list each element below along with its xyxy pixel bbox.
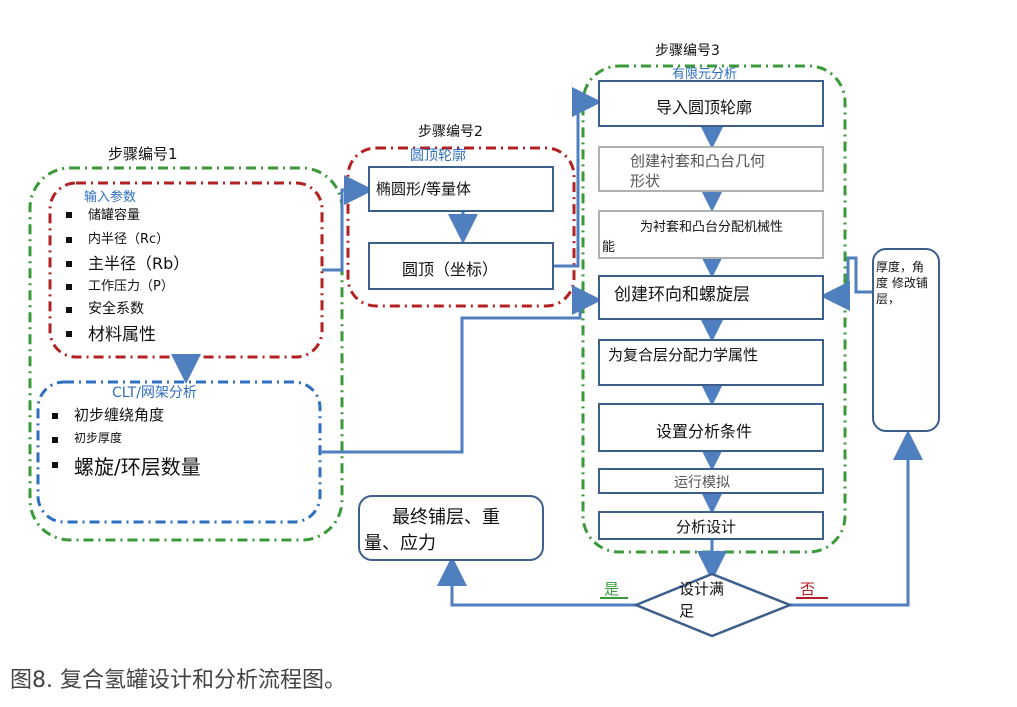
box-label: 层， <box>876 292 901 306</box>
input-item: 主半径（Rb） <box>88 254 190 273</box>
liner-boss-geometry-box: 创建衬套和凸台几何 形状 <box>598 146 824 192</box>
arrow-step1-to-step2 <box>322 175 374 272</box>
bullet <box>52 413 58 419</box>
arrow-clt-to-layers <box>320 285 602 454</box>
assign-mech-props-box: 为衬套和凸台分配机械性 能 <box>598 210 824 259</box>
box-label: 度 修改铺 <box>876 276 928 290</box>
box-label: 为复合层分配力学属性 <box>608 346 759 364</box>
box-label: 创建衬套和凸台几何 <box>630 152 766 170</box>
step3-title: 步骤编号3 <box>655 43 720 59</box>
box-label: 导入圆顶轮廓 <box>656 98 753 117</box>
input-item: 材料属性 <box>88 325 156 345</box>
step2-frame <box>346 146 576 308</box>
box-label: 椭圆形/等量体 <box>376 180 472 198</box>
modify-layup-box: 厚度，角 度 修改铺 层， <box>872 248 940 432</box>
bullet <box>66 261 72 267</box>
decision-diamond <box>632 572 794 638</box>
bullet <box>66 331 72 337</box>
box-label: 圆顶（坐标） <box>402 260 499 279</box>
arrow-step2-to-step3 <box>553 87 602 268</box>
clt-item: 初步厚度 <box>74 431 123 445</box>
run-simulation-box: 运行模拟 <box>598 468 824 494</box>
box-label: 运行模拟 <box>674 475 730 491</box>
box-label: 厚度，角 <box>876 260 925 274</box>
input-item: 内半径（Rc） <box>88 232 170 247</box>
bullet <box>66 212 72 218</box>
ellipse-isotensoid-box: 椭圆形/等量体 <box>368 166 554 212</box>
bullet <box>52 437 58 443</box>
analyze-design-box: 分析设计 <box>598 511 824 540</box>
dome-profile-title: 圆顶轮廓 <box>410 148 466 164</box>
arrow-modify-to-layers <box>820 256 874 311</box>
step1-frame <box>28 166 344 542</box>
yes-label: 是 <box>604 580 620 598</box>
final-result-box: 最终铺层、重 量、应力 <box>358 495 544 561</box>
input-item: 安全系数 <box>88 301 144 317</box>
bullet <box>66 284 72 290</box>
arrow-yes-to-final <box>437 556 636 607</box>
no-label: 否 <box>800 580 816 598</box>
figure-caption: 图8. 复合氢罐设计和分析流程图。 <box>10 668 346 693</box>
input-item: 储罐容量 <box>88 208 141 223</box>
arrow-no-to-modify <box>790 430 923 607</box>
fea-title: 有限元分析 <box>672 67 738 82</box>
clt-title: CLT/网架分析 <box>112 385 197 401</box>
box-label: 分析设计 <box>676 518 737 536</box>
bullet <box>66 307 72 313</box>
step2-title: 步骤编号2 <box>418 124 483 140</box>
box-label: 量、应力 <box>364 533 436 554</box>
hoop-helical-layers-box: 创建环向和螺旋层 <box>598 275 824 320</box>
box-label: 能 <box>602 240 616 255</box>
import-dome-box: 导入圆顶轮廓 <box>598 80 824 127</box>
clt-item: 螺旋/环层数量 <box>74 455 201 479</box>
decision-label: 足 <box>679 602 695 620</box>
step1-title: 步骤编号1 <box>108 145 178 163</box>
box-label: 设置分析条件 <box>656 422 753 441</box>
input-params-title: 输入参数 <box>84 190 137 205</box>
clt-item: 初步缠绕角度 <box>74 406 165 424</box>
box-label: 为衬套和凸台分配机械性 <box>640 220 784 235</box>
decision-label: 设计满 <box>679 580 725 598</box>
bullet <box>66 237 72 243</box>
box-label: 创建环向和螺旋层 <box>614 285 750 305</box>
input-item: 工作压力（P） <box>88 279 174 294</box>
box-label: 形状 <box>630 172 661 190</box>
dome-coordinates-box: 圆顶（坐标） <box>368 242 554 290</box>
analysis-conditions-box: 设置分析条件 <box>598 403 824 452</box>
composite-props-box: 为复合层分配力学属性 <box>598 339 824 386</box>
box-label: 最终铺层、重 <box>392 507 500 528</box>
bullet <box>52 462 58 468</box>
